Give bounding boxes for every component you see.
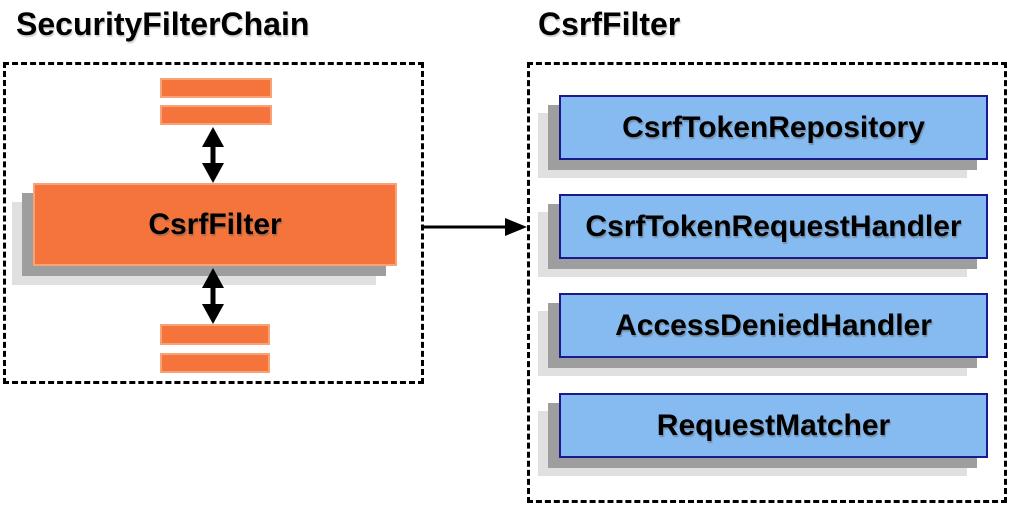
security-filter-chain-title: SecurityFilterChain — [16, 6, 310, 42]
csrf-filter-box-label: CsrfFilter — [148, 207, 282, 241]
component-label: AccessDeniedHandler — [615, 308, 932, 342]
csrf-filter-box: CsrfFilter — [33, 183, 397, 266]
component-label: RequestMatcher — [656, 408, 891, 442]
filter-placeholder-bar — [160, 105, 272, 125]
component-box-access-denied-handler: AccessDeniedHandler — [559, 293, 988, 358]
filter-placeholder-bar — [160, 324, 270, 345]
component-box-request-matcher: RequestMatcher — [559, 393, 988, 458]
security-filter-chain-container — [3, 62, 424, 384]
component-label: CsrfTokenRepository — [622, 110, 925, 144]
filter-placeholder-bar — [160, 78, 272, 98]
filter-placeholder-bar — [160, 353, 270, 373]
right-arrow-icon — [424, 218, 527, 236]
component-box-csrf-token-repository: CsrfTokenRepository — [559, 95, 988, 160]
component-label: CsrfTokenRequestHandler — [585, 209, 962, 243]
csrf-filter-container — [527, 62, 1007, 503]
component-box-csrf-token-request-handler: CsrfTokenRequestHandler — [559, 194, 988, 259]
csrf-filter-title: CsrfFilter — [538, 6, 681, 42]
